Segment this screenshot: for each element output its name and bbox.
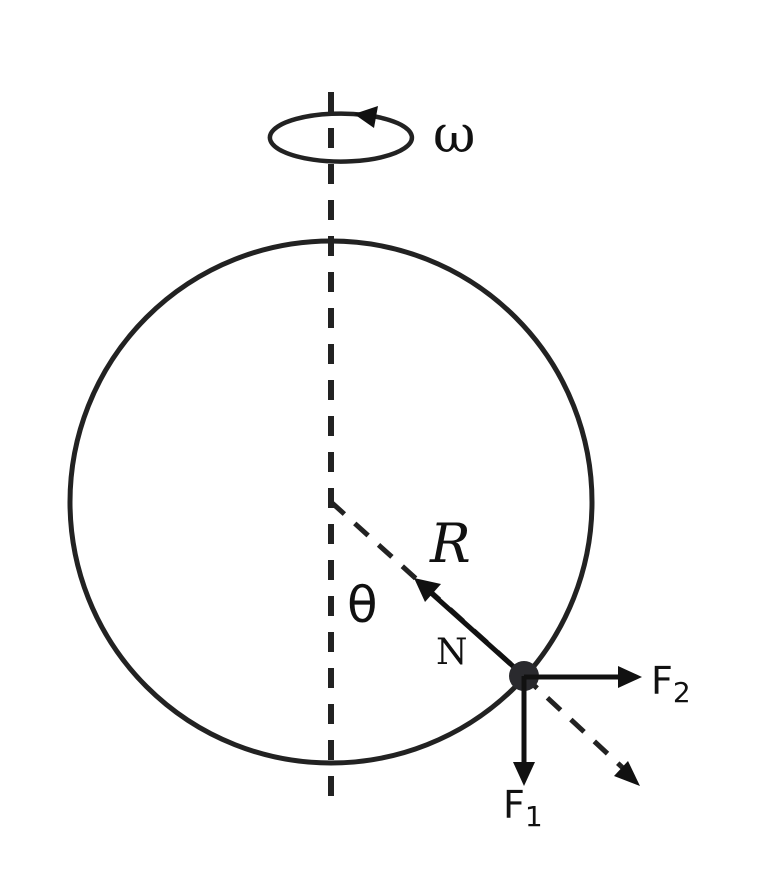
normal-force-arrow [428, 590, 526, 678]
force2-label: F2 [651, 659, 691, 709]
hoop [67, 238, 595, 766]
force1-arrowhead [513, 762, 535, 786]
force2-arrowhead [618, 666, 642, 688]
normal-force-arrowhead [414, 578, 441, 602]
force1-label: F1 [503, 783, 543, 833]
rotation-arrow-icon [267, 106, 415, 164]
omega-label: ω [433, 105, 475, 165]
normal-force-label: N [436, 632, 468, 673]
extended-radius-arrowhead [614, 761, 640, 786]
radius-label: R [429, 512, 471, 575]
extended-radius-arrow [522, 674, 640, 784]
angle-label: θ [347, 576, 378, 634]
